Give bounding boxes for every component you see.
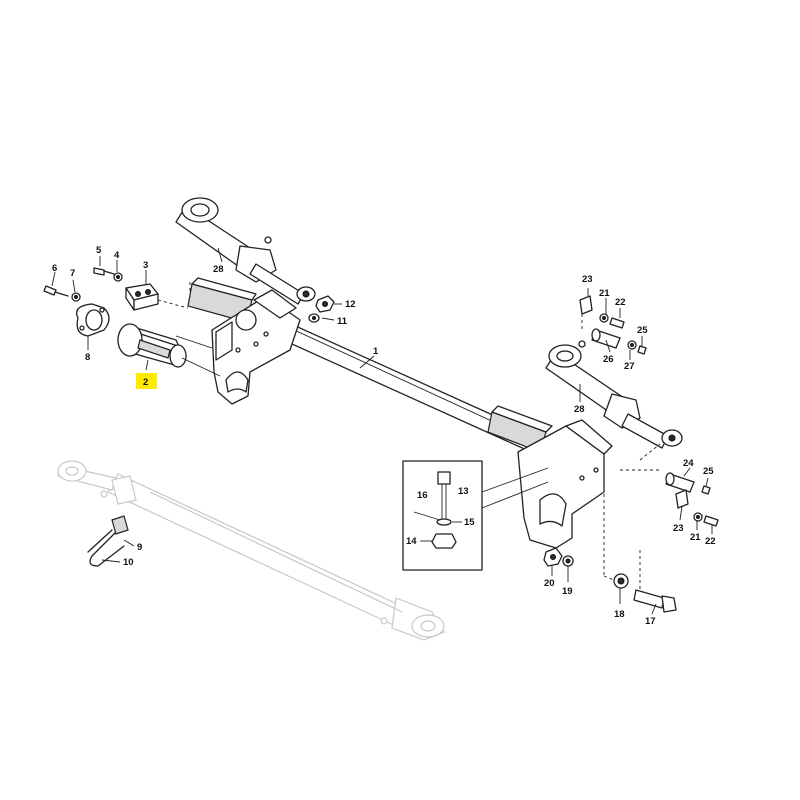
hardware-lower-right (620, 443, 719, 527)
callout-25-lower[interactable]: 25 (703, 466, 714, 477)
callout-labels: 1 2 3 4 5 6 7 8 9 10 11 12 13 14 15 16 1… (52, 245, 716, 627)
callout-5[interactable]: 5 (96, 245, 102, 256)
callout-9[interactable]: 9 (137, 542, 142, 553)
callout-24[interactable]: 24 (683, 458, 694, 469)
callout-16[interactable]: 16 (417, 490, 428, 501)
callout-4[interactable]: 4 (114, 250, 120, 261)
callout-26[interactable]: 26 (603, 354, 614, 365)
callout-20[interactable]: 20 (544, 578, 555, 589)
callout-12[interactable]: 12 (345, 299, 356, 310)
hardware-11-12 (308, 295, 335, 323)
upper-left-cylinder (175, 197, 316, 305)
callout-21-upper[interactable]: 21 (599, 288, 610, 299)
sleeve-part-2 (117, 323, 221, 377)
callout-15[interactable]: 15 (464, 517, 475, 528)
left-bracket (211, 289, 301, 405)
callout-18[interactable]: 18 (614, 609, 625, 620)
callout-3[interactable]: 3 (143, 260, 148, 271)
hose (87, 515, 135, 567)
callout-10[interactable]: 10 (123, 557, 134, 568)
callout-6[interactable]: 6 (52, 263, 57, 274)
ghost-lift-cylinder (57, 460, 445, 641)
callout-21-lower[interactable]: 21 (690, 532, 701, 543)
callout-19[interactable]: 19 (562, 586, 573, 597)
callout-28-right[interactable]: 28 (574, 404, 585, 415)
leader-lines (51, 247, 713, 615)
callout-25-upper[interactable]: 25 (637, 325, 648, 336)
callout-11[interactable]: 11 (337, 316, 348, 327)
callout-27[interactable]: 27 (624, 361, 635, 372)
right-bracket (517, 419, 613, 549)
callout-17[interactable]: 17 (645, 616, 656, 627)
callout-22-upper[interactable]: 22 (615, 297, 626, 308)
callout-13[interactable]: 13 (458, 486, 469, 497)
callout-22-lower[interactable]: 22 (705, 536, 716, 547)
callout-2[interactable]: 2 (143, 377, 148, 388)
callout-28-left[interactable]: 28 (213, 264, 224, 275)
callout-1[interactable]: 1 (373, 346, 379, 357)
callout-14[interactable]: 14 (406, 536, 417, 547)
callout-7[interactable]: 7 (70, 268, 75, 279)
hardware-upper-right (579, 295, 647, 355)
upper-right-cylinder (545, 340, 683, 449)
small-hardware-left (43, 267, 191, 337)
hardware-bottom-right (543, 494, 677, 613)
detail-inset (402, 460, 549, 571)
callout-23-upper[interactable]: 23 (582, 274, 593, 285)
callout-23-lower[interactable]: 23 (673, 523, 684, 534)
callout-2-highlight (136, 373, 157, 389)
callout-8[interactable]: 8 (85, 352, 90, 363)
